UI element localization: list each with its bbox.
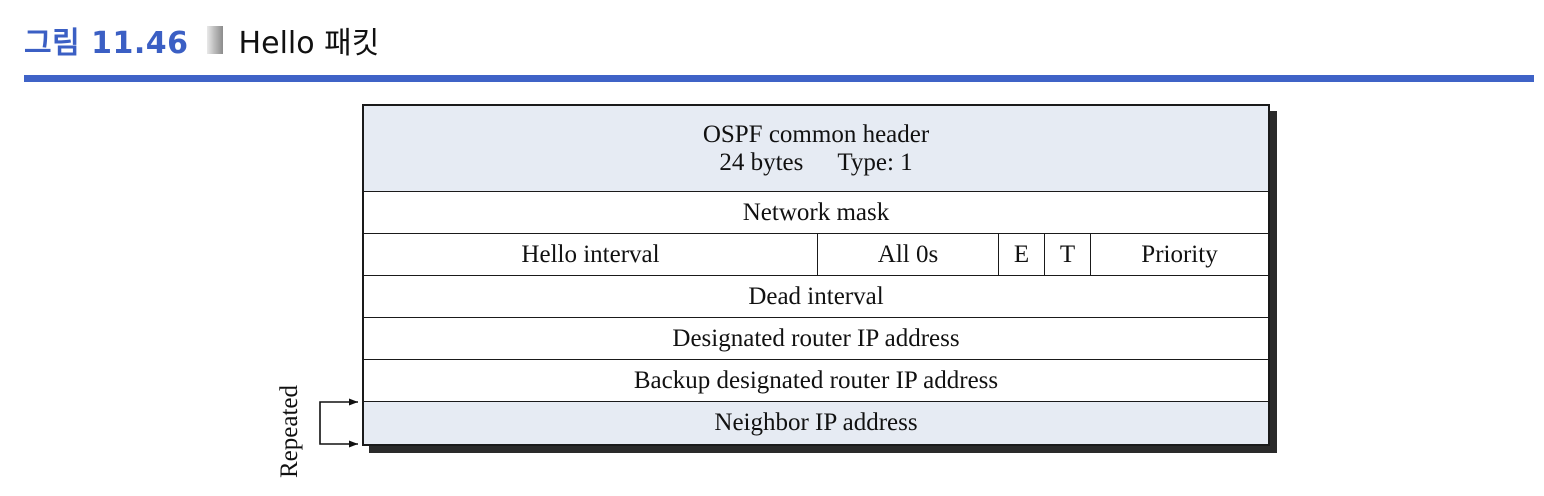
designated-router-label: Designated router IP address bbox=[672, 324, 960, 352]
header-title: OSPF common header bbox=[702, 120, 930, 148]
e-flag-field: E bbox=[999, 234, 1045, 275]
t-flag-field: T bbox=[1045, 234, 1091, 275]
hello-packet-diagram: OSPF common header 24 bytes Type: 1 Netw… bbox=[362, 104, 1270, 446]
header-details: 24 bytes Type: 1 bbox=[719, 149, 912, 177]
dead-interval-field: Dead interval bbox=[364, 276, 1268, 318]
figure-number: 그림 11.46 bbox=[24, 26, 189, 61]
figure-caption: 그림 11.46 Hello 패킷 bbox=[24, 18, 379, 62]
network-mask-label: Network mask bbox=[742, 198, 890, 226]
hello-interval-field: Hello interval bbox=[364, 234, 818, 275]
all-zeros-field: All 0s bbox=[818, 234, 999, 275]
caption-underline bbox=[24, 75, 1534, 82]
repeated-label: Repeated bbox=[276, 384, 303, 478]
neighbor-ip-label: Neighbor IP address bbox=[714, 409, 918, 436]
backup-designated-router-label: Backup designated router IP address bbox=[633, 366, 999, 394]
priority-field: Priority bbox=[1141, 240, 1218, 268]
repeat-loop-arrow-icon bbox=[319, 398, 358, 448]
header-size: 24 bytes bbox=[719, 148, 804, 176]
designated-router-field: Designated router IP address bbox=[364, 318, 1268, 360]
network-mask-field: Network mask bbox=[364, 192, 1268, 234]
neighbor-ip-field: Neighbor IP address bbox=[364, 402, 1268, 444]
backup-designated-router-field: Backup designated router IP address bbox=[364, 360, 1268, 402]
ospf-common-header-field: OSPF common header 24 bytes Type: 1 bbox=[364, 106, 1268, 192]
header-type: Type: 1 bbox=[837, 148, 913, 176]
figure-title: Hello 패킷 bbox=[238, 26, 380, 61]
dead-interval-label: Dead interval bbox=[748, 282, 884, 310]
caption-marker-icon bbox=[206, 26, 223, 54]
interval-flags-row: Hello interval All 0s E T Priority bbox=[364, 234, 1268, 276]
